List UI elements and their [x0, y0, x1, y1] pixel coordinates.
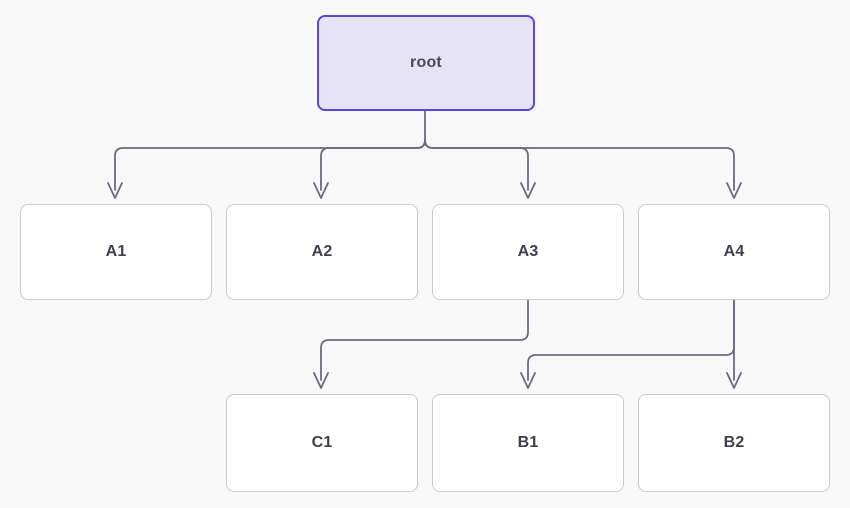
node-b1-label: B1	[517, 434, 539, 451]
node-a4-label: A4	[723, 243, 745, 260]
node-a4[interactable]: A4	[638, 204, 830, 300]
node-b2-label: B2	[723, 434, 745, 451]
node-a1[interactable]: A1	[20, 204, 212, 300]
edge-root-A3	[424, 139, 529, 191]
arrowhead-root-A1	[107, 182, 123, 199]
node-c1-label: C1	[311, 434, 333, 451]
arrowhead-A4-B1	[520, 372, 536, 389]
edge-A3-C1	[320, 299, 529, 381]
node-a3[interactable]: A3	[432, 204, 624, 300]
edge-root-A4	[424, 139, 735, 191]
node-b1[interactable]: B1	[432, 394, 624, 492]
node-a2[interactable]: A2	[226, 204, 418, 300]
node-b2[interactable]: B2	[638, 394, 830, 492]
edge-root-A1	[114, 139, 426, 191]
arrowhead-A3-C1	[313, 372, 329, 389]
node-a3-label: A3	[517, 243, 539, 260]
node-root[interactable]: root	[317, 15, 535, 111]
node-root-label: root	[410, 54, 442, 71]
node-a1-label: A1	[105, 243, 127, 260]
node-c1[interactable]: C1	[226, 394, 418, 492]
arrowhead-root-A3	[520, 182, 536, 199]
arrowhead-root-A2	[313, 182, 329, 199]
node-a2-label: A2	[311, 243, 333, 260]
edge-root-A2	[320, 139, 426, 191]
edge-A4-B1	[527, 299, 735, 381]
arrowhead-root-A4	[726, 182, 742, 199]
arrowhead-A4-B2	[726, 372, 742, 389]
